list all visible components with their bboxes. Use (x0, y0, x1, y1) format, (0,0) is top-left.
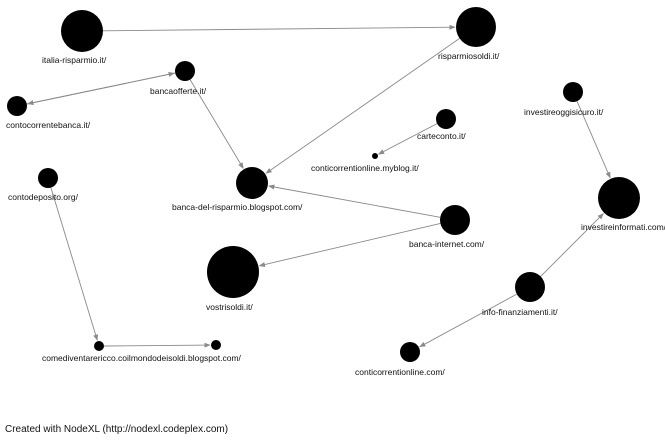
edge-binternet-to-vostrisoldi (258, 222, 441, 267)
node-cconline[interactable] (400, 342, 420, 362)
edge-infofin-to-cconline (419, 293, 518, 348)
node-label-cconline: conticorrentionline.com/ (355, 367, 445, 377)
node-unlabeled[interactable] (211, 340, 221, 350)
node-contodeposito[interactable] (38, 168, 58, 188)
node-label-bdelrisparmio: banca-del-risparmio.blogspot.com/ (172, 202, 303, 212)
edge-investiresicuro-to-investireinformati (576, 101, 611, 179)
node-label-comediventare: comediventarericco.coilmondodeisoldi.blo… (42, 353, 242, 363)
node-label-ccbanca: contocorrentebanca.it/ (6, 120, 91, 130)
node-carteconto[interactable] (436, 109, 456, 129)
edge-italia-to-rsoldi (102, 24, 456, 32)
edge-comediventare-to-unlabeled-node (103, 342, 211, 348)
node-label-binternet: banca-internet.com/ (409, 239, 485, 249)
edge-rsoldi-to-bdelrisparmio (265, 38, 460, 174)
node-label-italia: italia-risparmio.it/ (42, 55, 107, 65)
edge-carteconto-to-ccmyblog (377, 123, 438, 155)
node-comediventare[interactable] (94, 341, 104, 351)
network-graph: italia-risparmio.it/risparmiosoldi.it/ba… (6, 7, 665, 377)
labels-layer: italia-risparmio.it/risparmiosoldi.it/ba… (6, 51, 665, 377)
footer-credit: Created with NodeXL (http://nodexl.codep… (5, 424, 229, 435)
node-ccmyblog[interactable] (372, 153, 378, 159)
node-investireinformati[interactable] (598, 177, 640, 219)
node-label-vostrisoldi: vostrisoldi.it/ (206, 302, 253, 312)
nodes-layer (7, 7, 640, 362)
node-label-rsoldi: risparmiosoldi.it/ (438, 51, 500, 61)
edge-contodeposito-to-comediventare (50, 187, 99, 341)
node-ccbanca[interactable] (7, 96, 27, 116)
node-label-investireinformati: investireinformati.com/ (581, 222, 665, 232)
node-label-investiresicuro: investireoggisicuro.it/ (524, 107, 604, 117)
node-bdelrisparmio[interactable] (236, 167, 268, 199)
node-rsoldi[interactable] (456, 7, 496, 47)
node-label-bofferte: bancaofferte.it/ (150, 86, 207, 96)
edge-bofferte-to-ccbanca (27, 72, 176, 106)
node-italia[interactable] (61, 10, 103, 52)
node-vostrisoldi[interactable] (207, 246, 259, 298)
edge-infofin-to-investireinformati (540, 213, 604, 277)
node-investiresicuro[interactable] (563, 82, 583, 102)
node-label-carteconto: carteconto.it/ (417, 131, 466, 141)
node-label-contodeposito: contodeposito.org/ (8, 192, 79, 202)
node-binternet[interactable] (440, 205, 470, 235)
node-infofin[interactable] (515, 272, 545, 302)
edge-binternet-to-bdelrisparmio (268, 184, 441, 218)
node-label-infofin: info-finanziamenti.it/ (482, 307, 558, 317)
node-bofferte[interactable] (175, 61, 195, 81)
node-label-ccmyblog: conticorrentionline.myblog.it/ (311, 163, 419, 173)
edge-bofferte-to-bdelrisparmio (189, 79, 244, 169)
edges-layer (26, 24, 611, 348)
